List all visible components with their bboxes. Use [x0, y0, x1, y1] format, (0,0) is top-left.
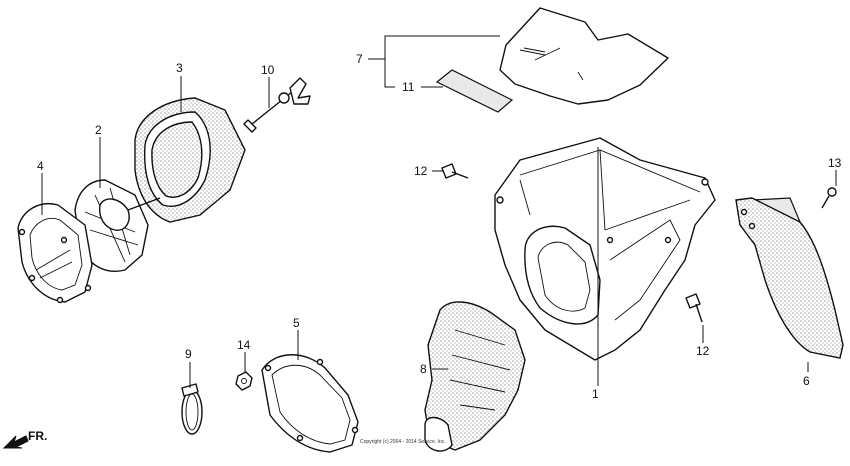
gasket-part-11 [435, 69, 514, 113]
callout-12-lower: 12 [696, 344, 710, 358]
callout-14: 14 [237, 338, 251, 352]
clamp-part-9 [181, 383, 203, 435]
callout-11: 11 [402, 80, 415, 94]
screw-part-12-lower [685, 293, 703, 323]
pin-mark [523, 47, 546, 53]
callout-3: 3 [176, 61, 183, 75]
screw-part-13 [821, 187, 837, 209]
front-arrow-icon [2, 435, 29, 449]
gasket-part-5 [261, 354, 359, 453]
callout-6: 6 [803, 374, 810, 388]
callout-4: 4 [37, 159, 44, 173]
callout-7: 7 [356, 52, 363, 66]
copyright-text: Copyright (c) 2004 - 2014 Service, Inc. [360, 439, 446, 445]
leader-lines [41, 35, 837, 388]
foam-filter-part-3 [134, 97, 246, 223]
callout-12-upper: 12 [414, 164, 428, 178]
mud-guard-part-6 [735, 197, 844, 359]
front-label: FR. [28, 429, 47, 443]
callout-13: 13 [828, 156, 842, 170]
screw-part-12-upper [441, 163, 469, 179]
bolt-part-10 [243, 77, 311, 133]
duct-part-8 [424, 301, 526, 452]
callout-10: 10 [261, 63, 275, 77]
plate-part-7 [499, 7, 669, 105]
airbox-part-1 [494, 137, 716, 361]
callout-5: 5 [293, 316, 300, 330]
callout-1: 1 [592, 387, 599, 401]
pin-mark [577, 71, 584, 81]
nut-part-14 [235, 371, 253, 391]
callout-9: 9 [185, 347, 192, 361]
callout-8: 8 [420, 362, 427, 376]
holder-part-4 [17, 203, 93, 304]
front-direction-indicator: FR. [2, 429, 47, 449]
callout-2: 2 [95, 123, 102, 137]
callout-labels: 3 2 4 10 7 11 12 13 1 12 6 8 5 14 9 [37, 52, 842, 401]
